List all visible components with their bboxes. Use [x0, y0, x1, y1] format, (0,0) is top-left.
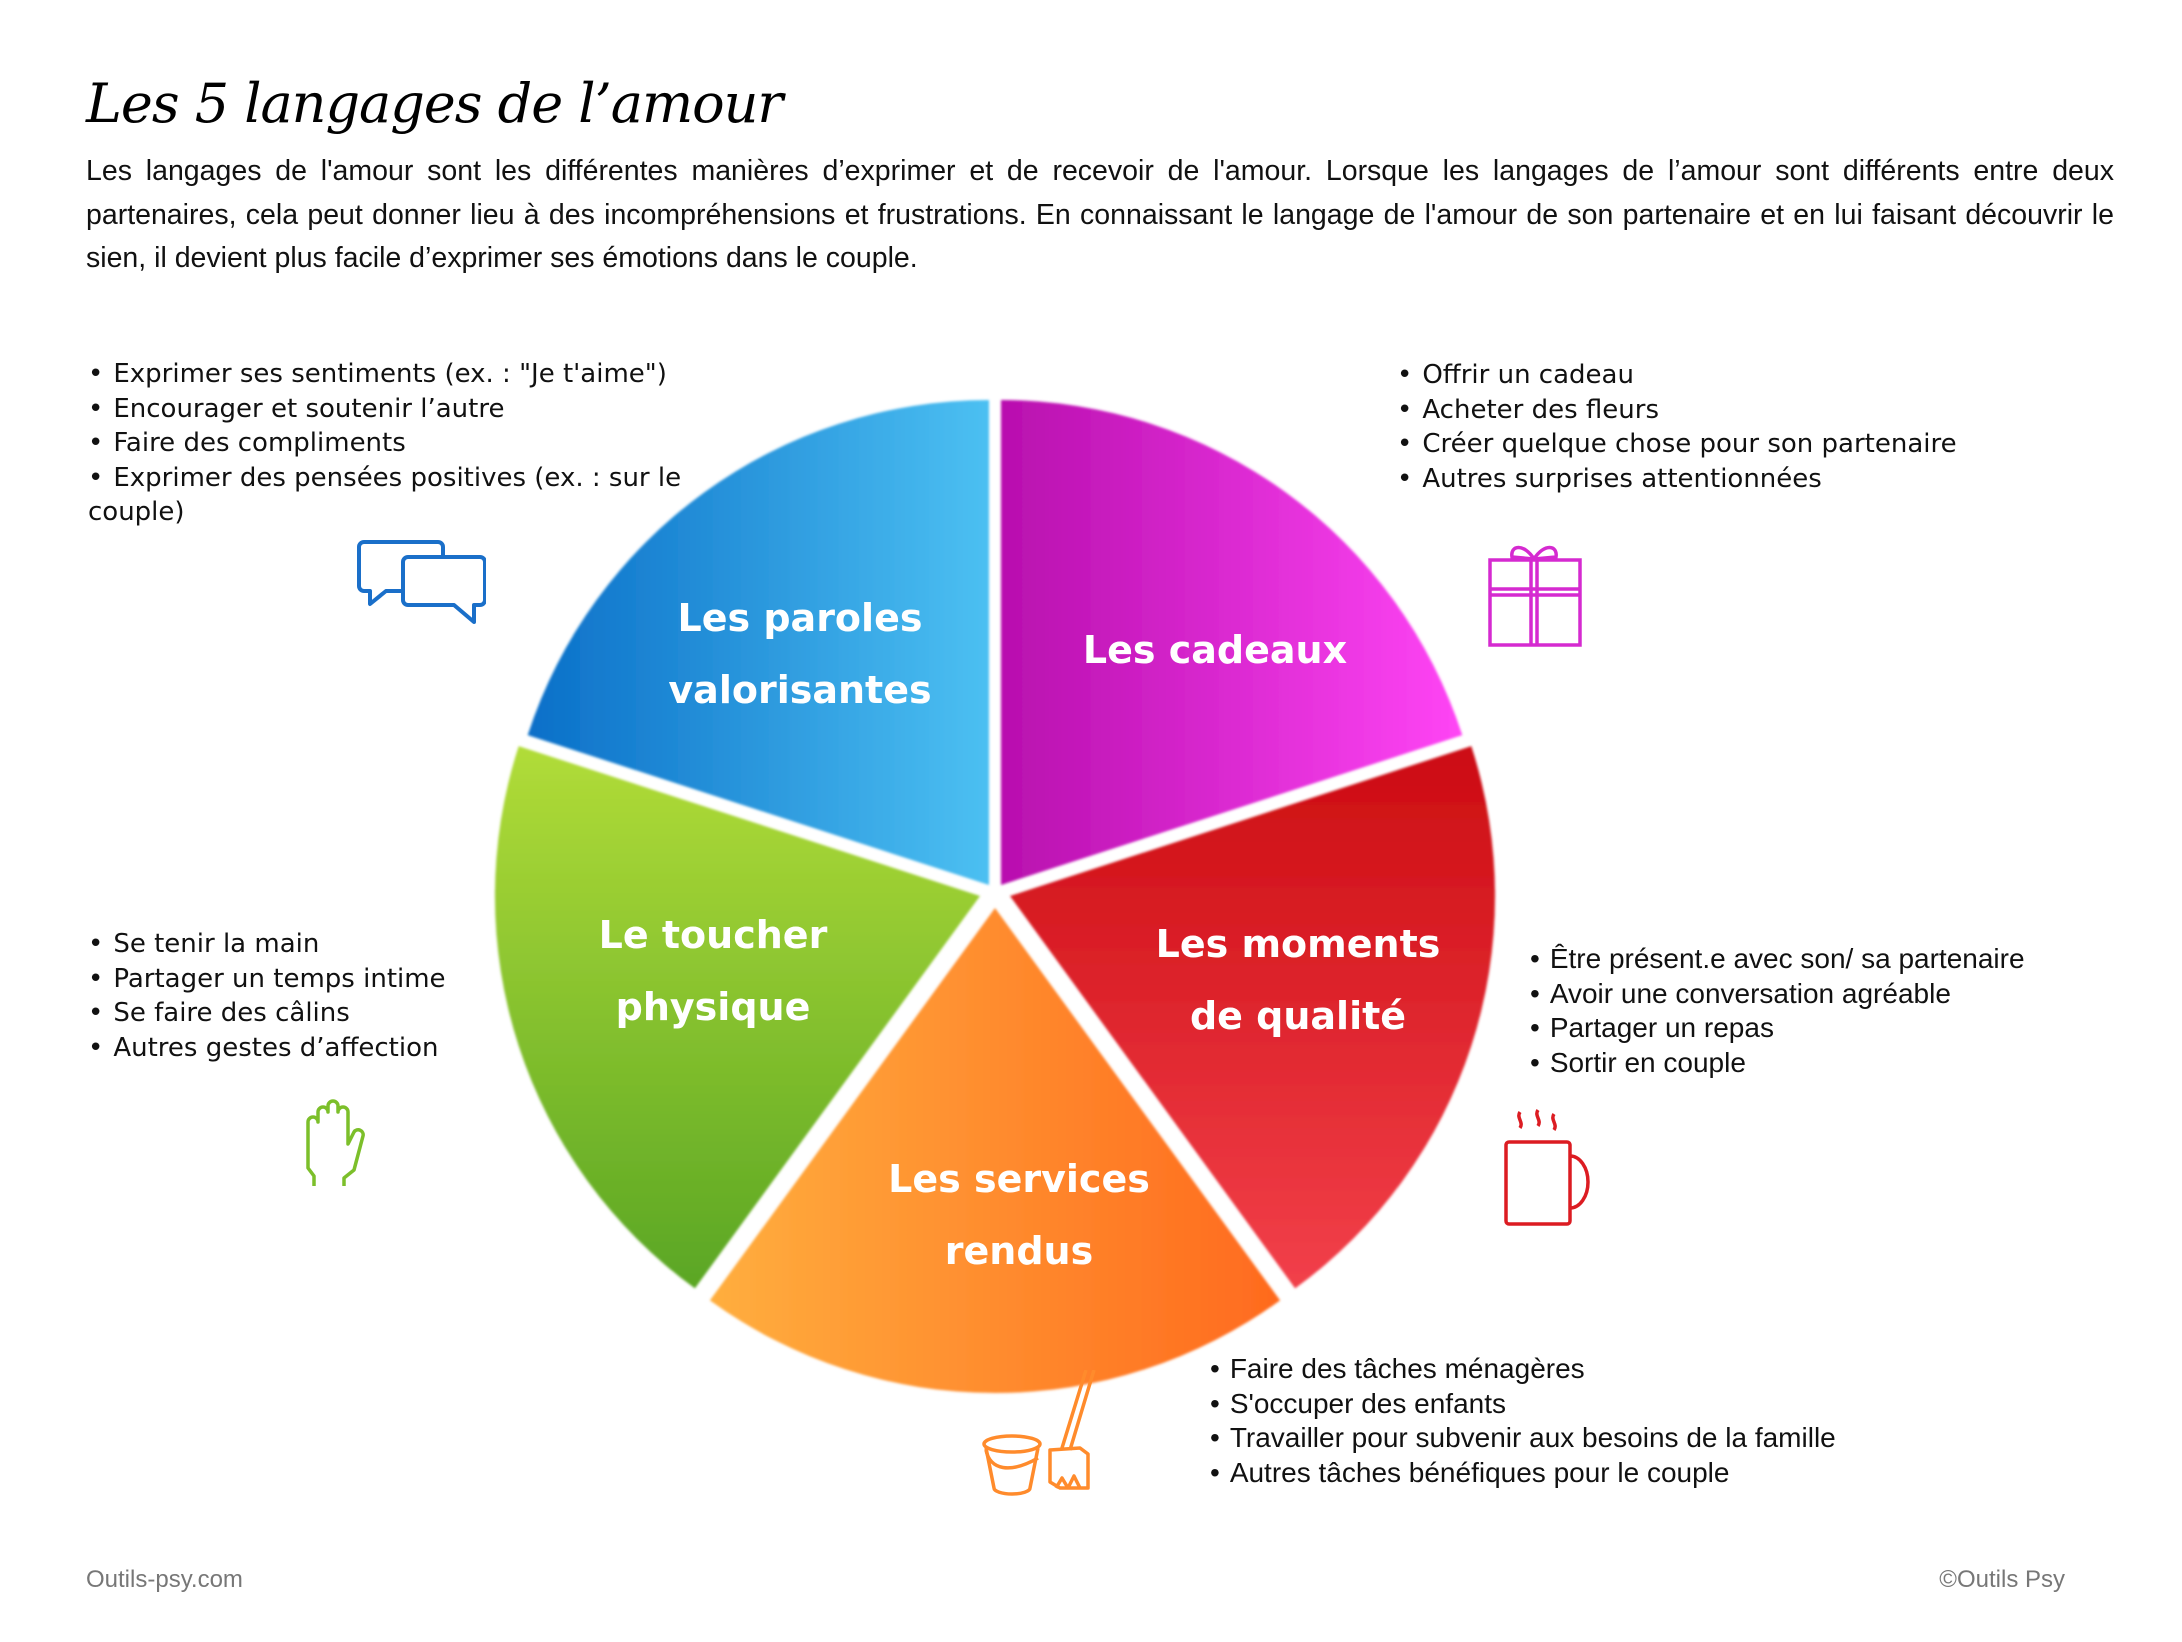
list-item: Créer quelque chose pour son partenaire — [1397, 427, 1956, 462]
label-line: physique — [615, 985, 811, 1029]
list-item: Exprimer ses sentiments (ex. : "Je t'aim… — [88, 357, 718, 392]
list-item: Autres gestes d’affection — [88, 1031, 446, 1066]
list-item: Autres surprises attentionnées — [1397, 462, 1957, 497]
list-item: Se tenir la main — [88, 927, 446, 962]
label-line: Les moments — [1155, 922, 1441, 966]
list-services: Faire des tâches ménagères S'occuper des… — [1210, 1352, 1836, 1490]
list-item: Partager un temps intime — [88, 962, 445, 997]
list-item: Acheter des fleurs — [1397, 393, 1957, 428]
segment-cadeaux — [1001, 400, 1463, 885]
list-cadeaux: Offrir un cadeau Acheter des fleurs Crée… — [1397, 358, 1957, 497]
coffee-mug-icon — [1504, 1109, 1590, 1226]
label-line: Les cadeaux — [1082, 628, 1348, 672]
list-item: Se faire des câlins — [88, 996, 446, 1031]
list-item: Encourager et soutenir l’autre — [88, 392, 718, 427]
page-title: Les 5 langages de l’amour — [86, 72, 783, 135]
hand-icon — [306, 1099, 365, 1186]
segment-moments — [1010, 746, 1496, 1289]
speech-bubbles-icon — [357, 540, 486, 624]
list-item: Autres tâches bénéfiques pour le couple — [1210, 1456, 1836, 1491]
list-item: Faire des tâches ménagères — [1210, 1352, 1836, 1387]
list-item: Offrir un cadeau — [1397, 358, 1957, 393]
list-item: Sortir en couple — [1530, 1046, 2025, 1081]
list-moments: Être présent.e avec son/ sa partenaire A… — [1530, 942, 2025, 1080]
bucket-broom-icon — [982, 1370, 1096, 1496]
segment-label-services: Les services rendus — [888, 1143, 1150, 1287]
segment-label-cadeaux: Les cadeaux — [1083, 614, 1347, 686]
label-line: Les services — [888, 1157, 1150, 1201]
segment-label-toucher: Le toucher physique — [599, 899, 828, 1043]
label-line: Le toucher — [598, 913, 828, 957]
footer-website: Outils-psy.com — [86, 1566, 243, 1593]
gift-icon — [1488, 545, 1582, 647]
list-item: Exprimer des pensées positives (ex. : su… — [88, 461, 718, 530]
intro-paragraph: Les langages de l'amour sont les différe… — [86, 155, 2114, 274]
label-line: Les paroles — [677, 596, 923, 640]
segment-services — [709, 908, 1281, 1394]
list-item: Partager un repas — [1530, 1011, 2025, 1046]
footer-copyright: ©Outils Psy — [1939, 1566, 2065, 1593]
label-line: rendus — [944, 1229, 1094, 1273]
list-item: Être présent.e avec son/ sa partenaire — [1530, 942, 2025, 977]
list-item: Faire des compliments — [88, 426, 718, 461]
segment-toucher — [494, 746, 980, 1289]
segment-label-paroles: Les paroles valorisantes — [668, 582, 931, 726]
list-item: S'occuper des enfants — [1210, 1387, 1836, 1422]
list-paroles: Exprimer ses sentiments (ex. : "Je t'aim… — [88, 357, 718, 530]
list-toucher: Se tenir la main Partager un temps intim… — [88, 927, 446, 1066]
list-item: Avoir une conversation agréable — [1530, 977, 2025, 1012]
list-item: Travailler pour subvenir aux besoins de … — [1210, 1421, 1836, 1456]
label-line: de qualité — [1189, 994, 1407, 1038]
segment-label-moments: Les moments de qualité — [1156, 908, 1441, 1052]
segment-paroles — [527, 399, 989, 885]
label-line: valorisantes — [668, 668, 932, 712]
